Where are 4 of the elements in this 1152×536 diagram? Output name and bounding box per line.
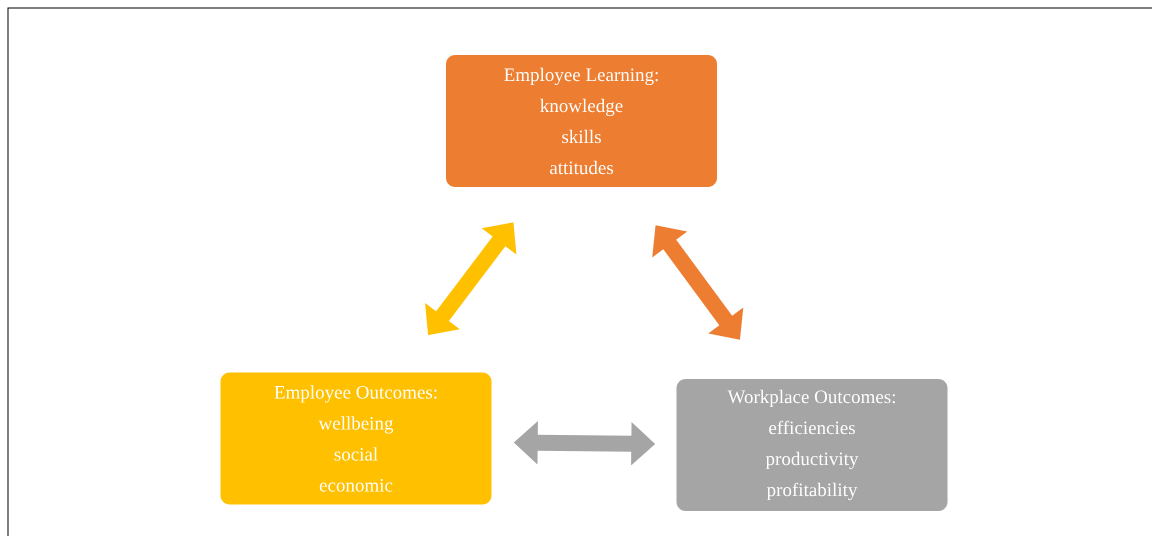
rounded-box: Employee Learning: knowledge skills attitudes: [446, 55, 717, 187]
rounded-box: Employee Outcomes: wellbeing social economic: [220, 372, 492, 505]
rounded-box: Workplace Outcomes: efficiencies productivity profitability: [676, 379, 948, 511]
double-arrow: [652, 225, 744, 340]
